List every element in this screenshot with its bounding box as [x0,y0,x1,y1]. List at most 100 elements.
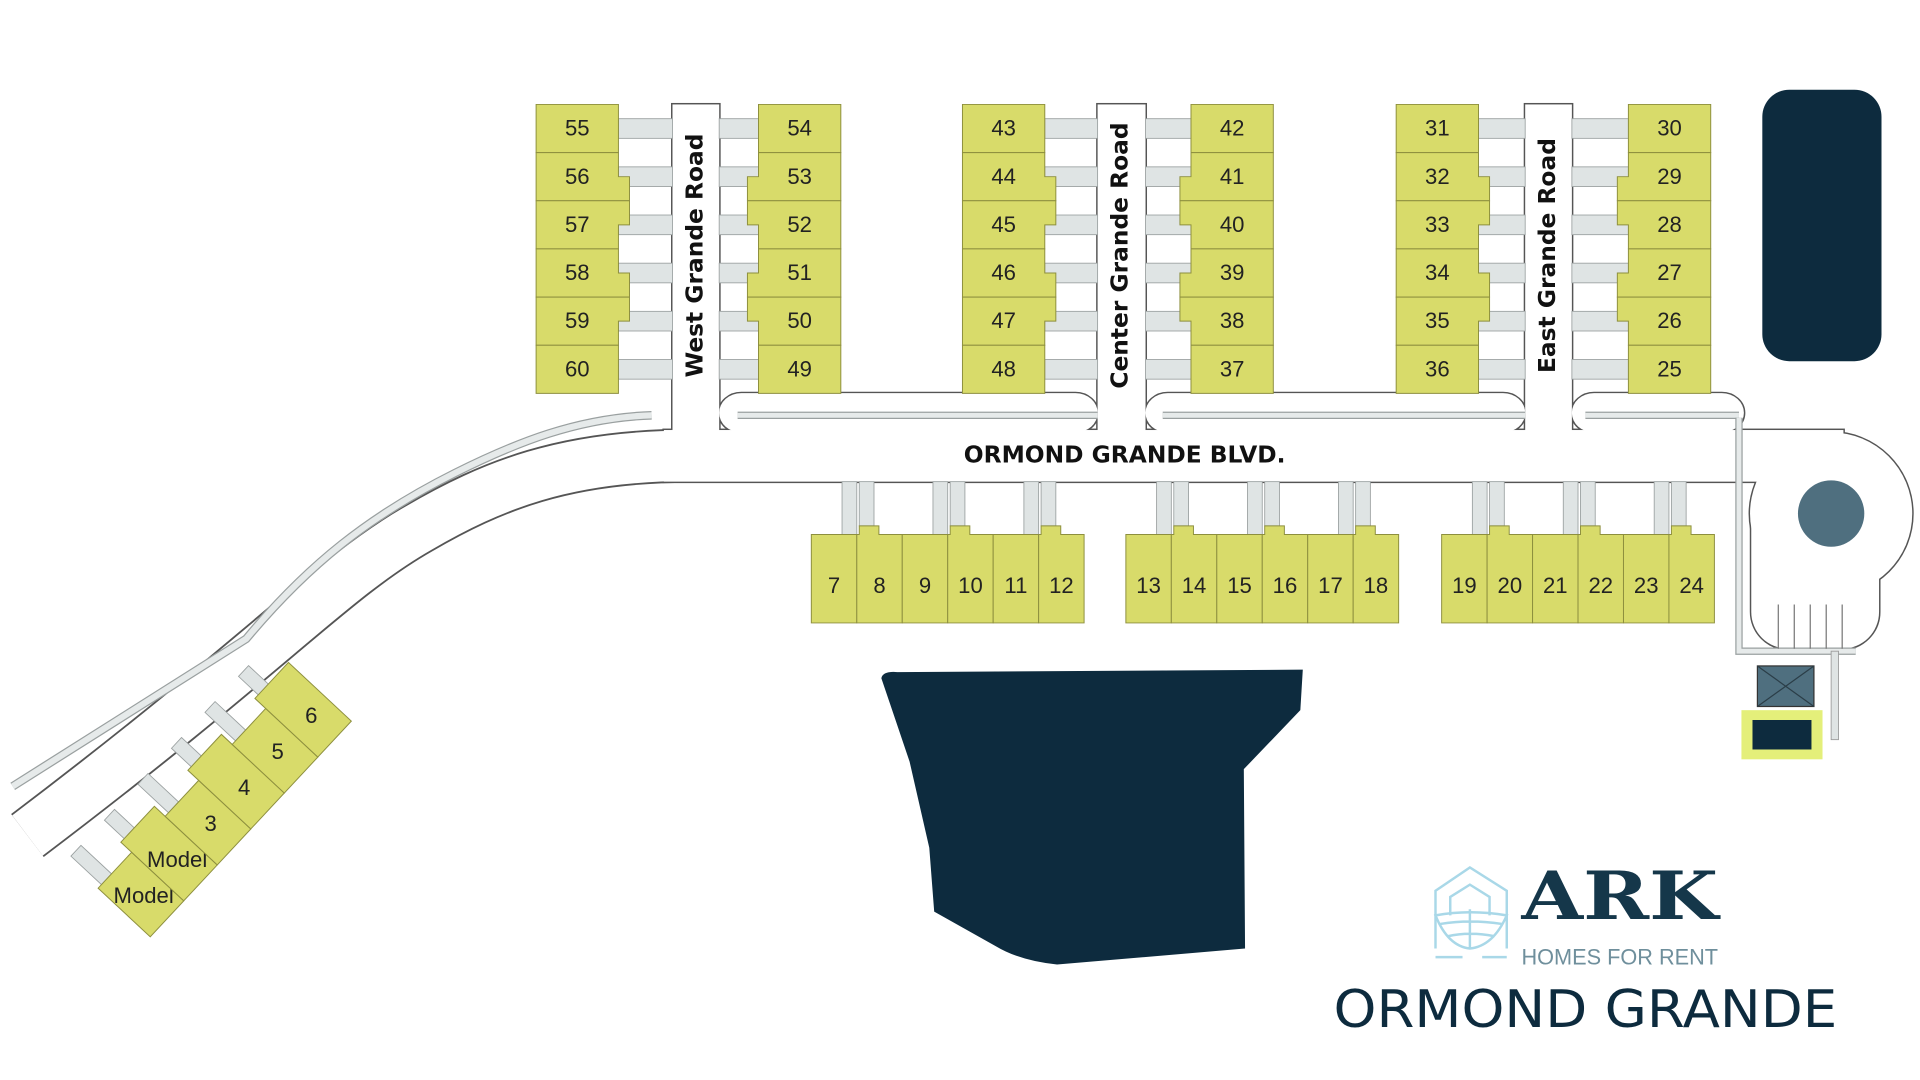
unit-46[interactable]: 46 [961,248,1099,298]
unit-55[interactable]: 55 [535,103,673,154]
unit-32[interactable]: 32 [1395,152,1526,202]
unit-number: 35 [1425,308,1450,333]
unit-54[interactable]: 54 [718,103,842,154]
unit-12[interactable]: 12 [1038,481,1085,624]
unit-44[interactable]: 44 [961,152,1099,202]
unit-37[interactable]: 37 [1145,344,1274,394]
driveway [1571,118,1629,139]
road-segment [1525,104,1572,449]
label-west-grande-road: West Grande Road [680,134,708,378]
unit-57[interactable]: 57 [535,200,673,250]
unit-60[interactable]: 60 [535,344,673,394]
unit-56[interactable]: 56 [535,152,673,202]
driveway [1580,481,1596,527]
driveway [618,359,673,380]
unit-9[interactable]: 9 [901,481,949,624]
unit-53[interactable]: 53 [718,152,842,202]
unit-number: 47 [991,308,1016,333]
unit-50[interactable]: 50 [718,296,842,346]
unit-42[interactable]: 42 [1145,103,1274,154]
unit-number: 36 [1425,356,1450,381]
unit-model[interactable]: Model [65,819,188,939]
unit-59[interactable]: 59 [535,296,673,346]
driveway [137,772,180,814]
driveway [1562,481,1579,535]
unit-7[interactable]: 7 [810,481,858,624]
unit-35[interactable]: 35 [1395,296,1526,346]
unit-number: 13 [1136,573,1161,598]
unit-18[interactable]: 18 [1352,481,1400,624]
unit-11[interactable]: 11 [992,481,1040,624]
unit-number: 11 [1004,573,1027,598]
unit-13[interactable]: 13 [1125,481,1172,624]
unit-58[interactable]: 58 [535,248,673,298]
unit-22[interactable]: 22 [1577,481,1624,624]
ark-logo: ARK HOMES FOR RENT [1433,857,1721,970]
fountain [1797,480,1865,547]
driveway [1023,481,1040,535]
unit-20[interactable]: 20 [1486,481,1534,624]
unit-number: 45 [991,212,1016,237]
unit-29[interactable]: 29 [1571,152,1712,202]
unit-36[interactable]: 36 [1395,344,1526,394]
unit-49[interactable]: 49 [718,344,842,394]
driveway [70,844,113,886]
unit-14[interactable]: 14 [1170,481,1218,624]
unit-number: 12 [1049,573,1074,598]
unit-16[interactable]: 16 [1261,481,1309,624]
unit-52[interactable]: 52 [718,200,842,250]
unit-number: 34 [1425,260,1450,285]
unit-43[interactable]: 43 [961,103,1099,154]
unit-number: 8 [873,573,885,598]
unit-model[interactable]: Model [98,783,221,903]
unit-number: 18 [1364,573,1389,598]
driveway [1040,481,1057,527]
unit-10[interactable]: 10 [947,481,994,624]
unit-number: 44 [991,164,1016,189]
driveway [858,481,875,527]
unit-17[interactable]: 17 [1307,481,1354,624]
unit-47[interactable]: 47 [961,296,1099,346]
unit-27[interactable]: 27 [1571,248,1712,298]
unit-39[interactable]: 39 [1145,248,1274,298]
unit-41[interactable]: 41 [1145,152,1274,202]
unit-number: 46 [991,260,1016,285]
unit-number: 40 [1220,212,1245,237]
unit-48[interactable]: 48 [961,344,1099,394]
unit-23[interactable]: 23 [1622,481,1670,624]
unit-19[interactable]: 19 [1441,481,1488,624]
unit-25[interactable]: 25 [1571,344,1712,394]
unit-38[interactable]: 38 [1145,296,1274,346]
unit-21[interactable]: 21 [1532,481,1579,624]
unit-number: 26 [1657,308,1682,333]
unit-40[interactable]: 40 [1145,200,1274,250]
unit-number: 48 [991,356,1016,381]
driveway [1571,359,1629,380]
unit-4[interactable]: 4 [168,716,286,830]
label-center-grande-road: Center Grande Road [1105,122,1133,388]
unit-8[interactable]: 8 [856,481,903,624]
unit-6[interactable]: 6 [235,644,353,758]
unit-number: 5 [272,739,284,764]
unit-34[interactable]: 34 [1395,248,1526,298]
driveway [1247,481,1263,535]
unit-33[interactable]: 33 [1395,200,1526,250]
unit-28[interactable]: 28 [1571,200,1712,250]
driveway [1489,481,1505,527]
unit-number: 17 [1318,573,1343,598]
amenity-area [1741,604,1843,760]
unit-45[interactable]: 45 [961,200,1099,250]
unit-31[interactable]: 31 [1395,103,1526,154]
unit-3[interactable]: 3 [135,752,252,866]
unit-51[interactable]: 51 [718,248,842,298]
unit-24[interactable]: 24 [1668,481,1715,624]
road-segment [1097,104,1146,449]
unit-26[interactable]: 26 [1571,296,1712,346]
unit-15[interactable]: 15 [1216,481,1263,624]
driveway [1145,359,1192,380]
unit-number: 28 [1657,212,1682,237]
driveway [718,359,759,380]
driveway [1145,118,1192,139]
unit-30[interactable]: 30 [1571,103,1712,154]
unit-number: 33 [1425,212,1450,237]
